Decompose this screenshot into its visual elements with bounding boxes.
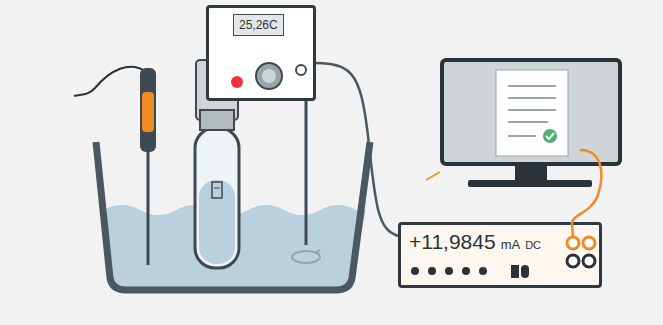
probe-handle xyxy=(140,68,156,152)
unit-label: mA xyxy=(501,237,521,252)
probe-stem xyxy=(147,150,150,265)
multimeter: +11,9845 mA DC xyxy=(398,222,602,288)
monitor-base xyxy=(468,180,592,187)
probe-grip xyxy=(142,92,154,132)
display-reading: 25,26C xyxy=(233,14,284,36)
sensor-thread xyxy=(200,110,234,130)
usb-cable xyxy=(572,150,601,222)
sensor-tip xyxy=(212,182,222,198)
current-reading: +11,9845 xyxy=(409,230,496,254)
document xyxy=(496,70,568,156)
check-icon xyxy=(543,129,557,143)
reading-row: +11,9845 mA DC xyxy=(409,230,541,254)
temperature-controller: 25,26C xyxy=(206,5,316,101)
reference-probe xyxy=(305,100,308,245)
probe-cable xyxy=(74,67,146,96)
mode-label: DC xyxy=(525,239,541,251)
monitor-stand xyxy=(515,164,547,180)
monitor xyxy=(442,60,620,164)
tank xyxy=(96,142,370,290)
tube-liquid xyxy=(199,180,235,264)
signal-cable xyxy=(316,63,398,236)
glass-tube xyxy=(195,128,239,268)
